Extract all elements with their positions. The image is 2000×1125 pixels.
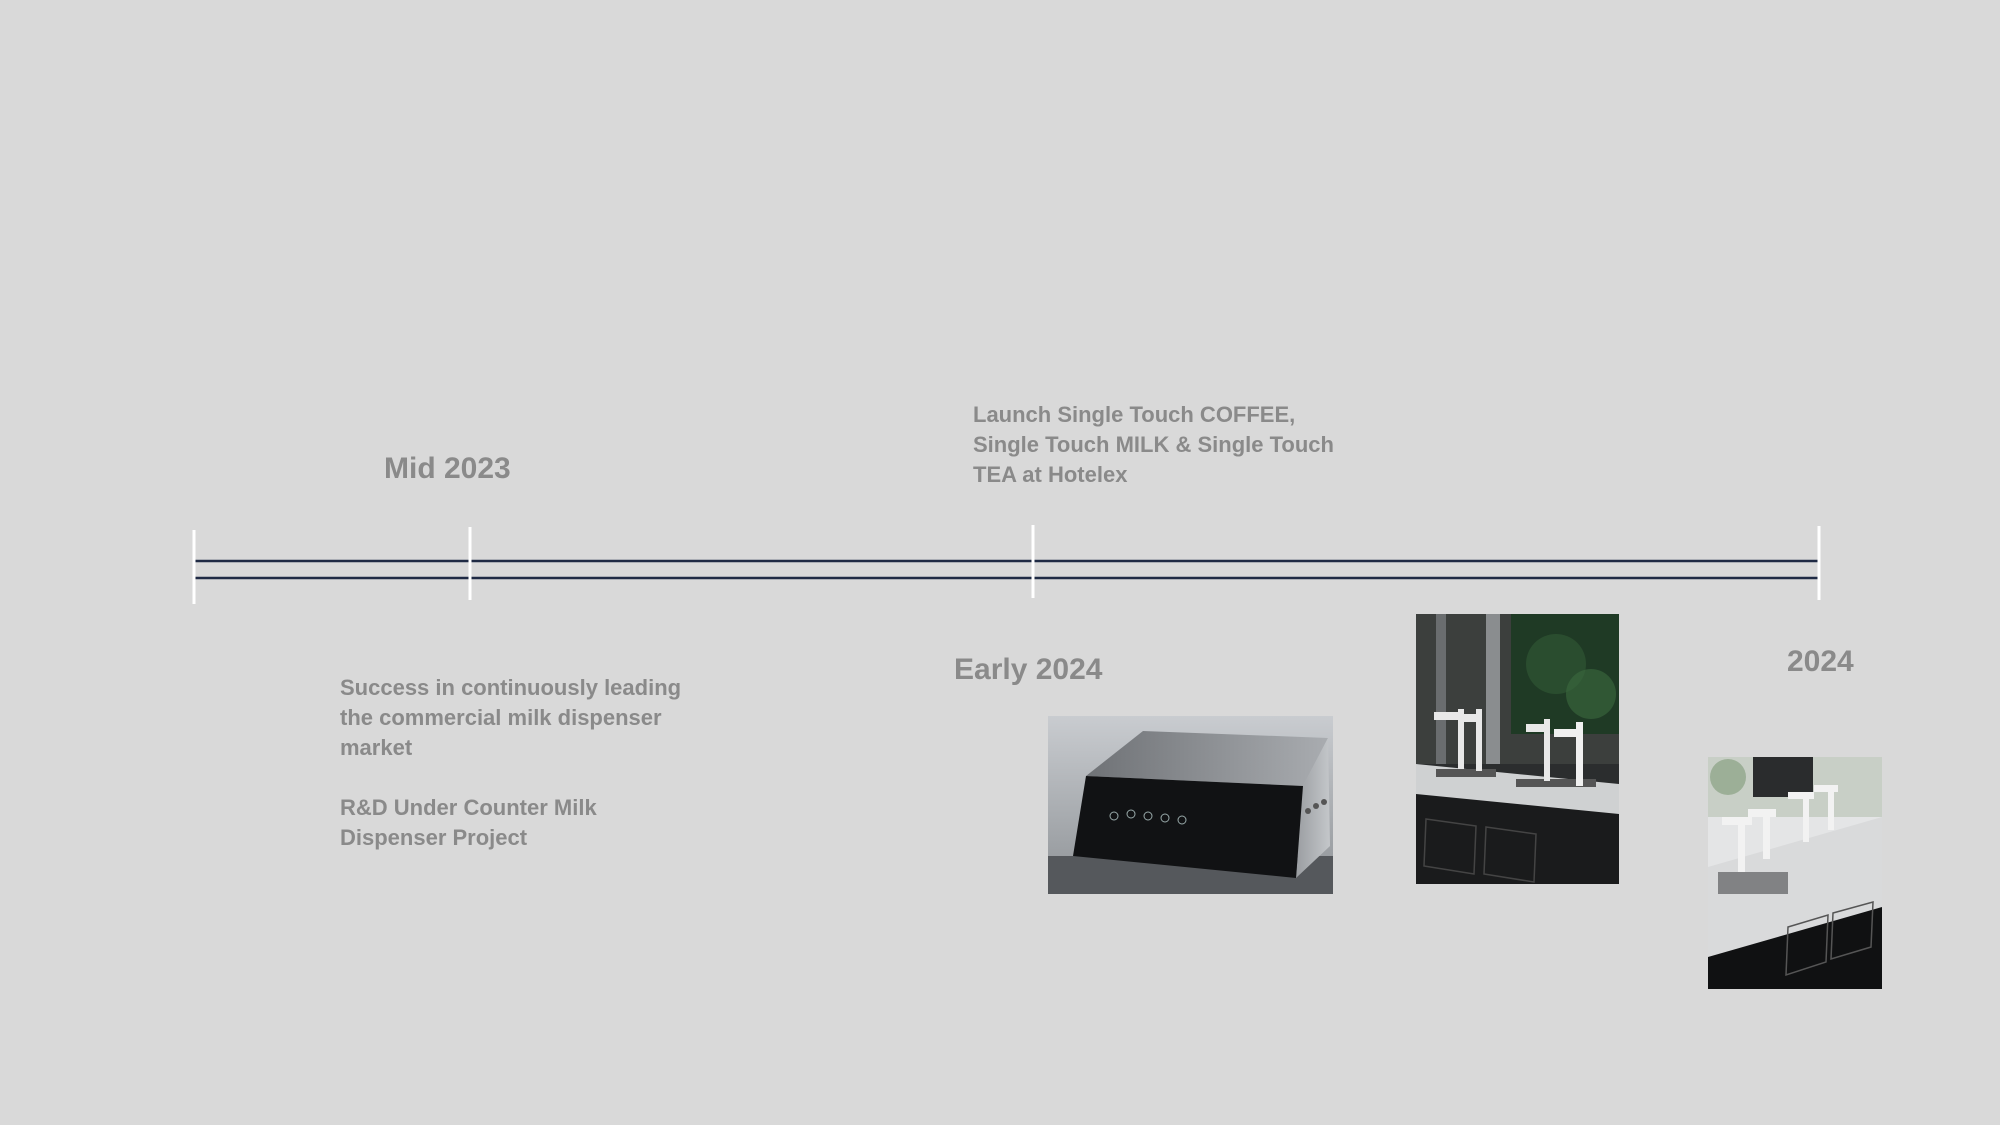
milk-dispenser-box-photo	[1048, 716, 1333, 894]
under-counter-taps-photo	[1708, 757, 1882, 989]
milestone-date-early-2024: Early 2024	[954, 653, 1103, 686]
milestone-description-mid-2023: Success in continuously leading the comm…	[340, 675, 682, 850]
milestone-date-2024: 2024	[1787, 645, 1854, 678]
milestone-description-early-2024: Launch Single Touch COFFEE, Single Touch…	[973, 402, 1334, 487]
milestone-date-mid-2023: Mid 2023	[384, 452, 511, 485]
single-touch-taps-photo	[1416, 614, 1619, 884]
